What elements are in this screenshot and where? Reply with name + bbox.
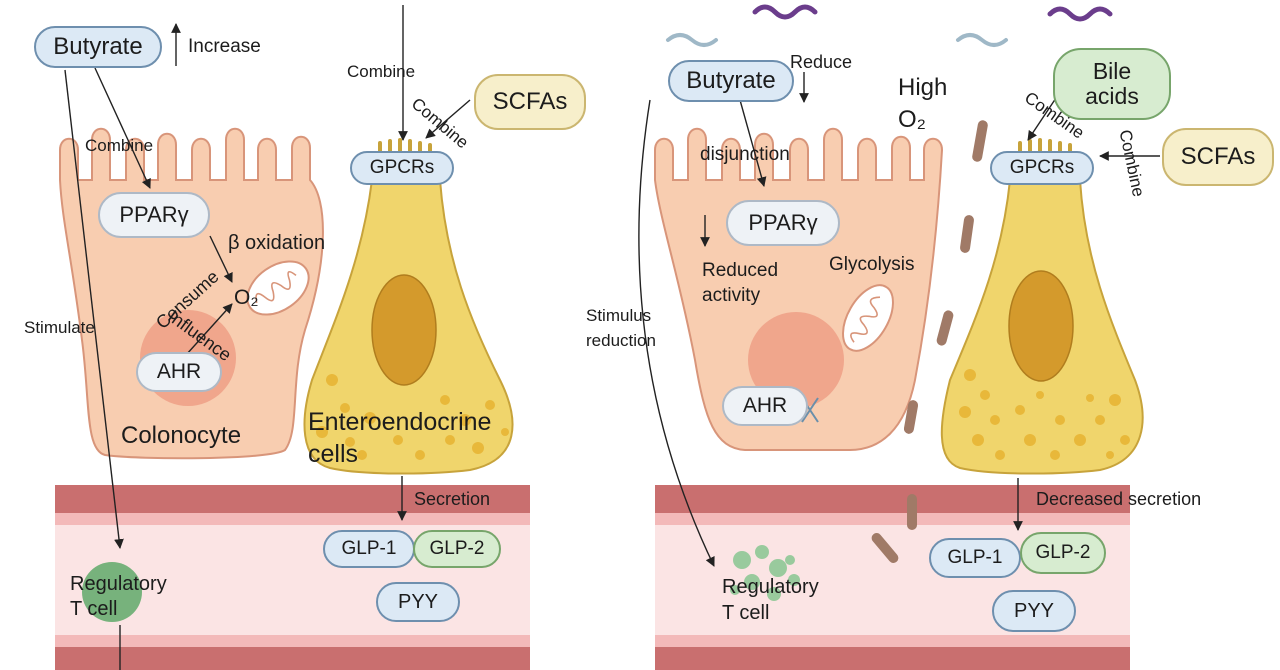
high-o2-label-line2: O₂ xyxy=(898,106,926,133)
enteroendocrine-label-line1: Enteroendocrine xyxy=(308,408,492,436)
ahr-label-left: AHR xyxy=(136,352,222,392)
treg-cell-left xyxy=(82,562,142,622)
nucleus-icon xyxy=(1008,270,1074,382)
beta-oxidation-label: β oxidation xyxy=(228,232,326,254)
reduced-activity-line2: activity xyxy=(702,285,761,306)
ahr-label-right: AHR xyxy=(722,386,808,426)
ppar-label-right: PPARγ xyxy=(726,200,840,246)
scfas-label-right: SCFAs xyxy=(1162,128,1274,186)
enteroendocrine-cell-left xyxy=(303,138,514,475)
enteroendocrine-label-line2: cells xyxy=(308,440,359,468)
disjunction-label: disjunction xyxy=(700,144,790,165)
scfas-label-left: SCFAs xyxy=(474,74,586,130)
gpcrs-label-left: GPCRs xyxy=(350,151,454,185)
treg-label-right-line2: T cell xyxy=(722,602,770,624)
glp2-label-left: GLP-2 xyxy=(413,530,501,568)
bile-acids-line2: acids xyxy=(1085,83,1139,109)
arrows-left xyxy=(64,5,471,670)
glycolysis-label: Glycolysis xyxy=(829,254,915,275)
stimulus-reduction-line2: reduction xyxy=(586,331,656,350)
colonocyte-cell-right xyxy=(654,127,944,451)
mitochondrion-icon xyxy=(842,284,894,352)
pyy-label-right: PYY xyxy=(992,590,1076,632)
stimulate-label: Stimulate xyxy=(24,318,95,337)
blood-vessel-right xyxy=(655,485,1130,670)
butyrate-label-left: Butyrate xyxy=(34,26,162,68)
combine-label-ppar: Combine xyxy=(85,136,154,155)
pyy-label-left: PYY xyxy=(376,582,460,622)
stimulus-reduction-line1: Stimulus xyxy=(586,306,652,325)
treg-label-right-line1: Regulatory xyxy=(722,576,819,598)
combine-label-gpcr: Combine xyxy=(347,62,416,81)
increase-label: Increase xyxy=(188,36,261,57)
decreased-secretion-label: Decreased secretion xyxy=(1036,489,1202,509)
glp1-label-right: GLP-1 xyxy=(929,538,1021,578)
colonocyte-label: Colonocyte xyxy=(121,422,242,449)
reduce-label: Reduce xyxy=(790,52,853,72)
treg-label-left-line1: Regulatory xyxy=(70,573,167,595)
mitochondrion-icon xyxy=(246,260,310,316)
bacterium-icon xyxy=(666,4,1113,563)
butyrate-label-right: Butyrate xyxy=(668,60,794,102)
reduced-activity-line1: Reduced xyxy=(702,260,779,281)
gpcrs-label-right: GPCRs xyxy=(990,151,1094,185)
bile-acids-label: Bile acids xyxy=(1053,48,1171,120)
secretion-label: Secretion xyxy=(414,489,491,509)
o2-label-left: O₂ xyxy=(234,286,259,309)
ppar-label-left: PPARγ xyxy=(98,192,210,238)
glp2-label-right: GLP-2 xyxy=(1020,532,1106,574)
nucleus-icon xyxy=(748,312,844,408)
treg-cell-right xyxy=(730,545,800,601)
bile-acids-line1: Bile xyxy=(1092,57,1132,84)
high-o2-label-line1: High xyxy=(898,74,948,101)
treg-label-left-line2: T cell xyxy=(70,598,118,620)
glp1-label-left: GLP-1 xyxy=(323,530,415,568)
nucleus-icon xyxy=(371,274,437,386)
enteroendocrine-cell-right xyxy=(940,138,1144,475)
